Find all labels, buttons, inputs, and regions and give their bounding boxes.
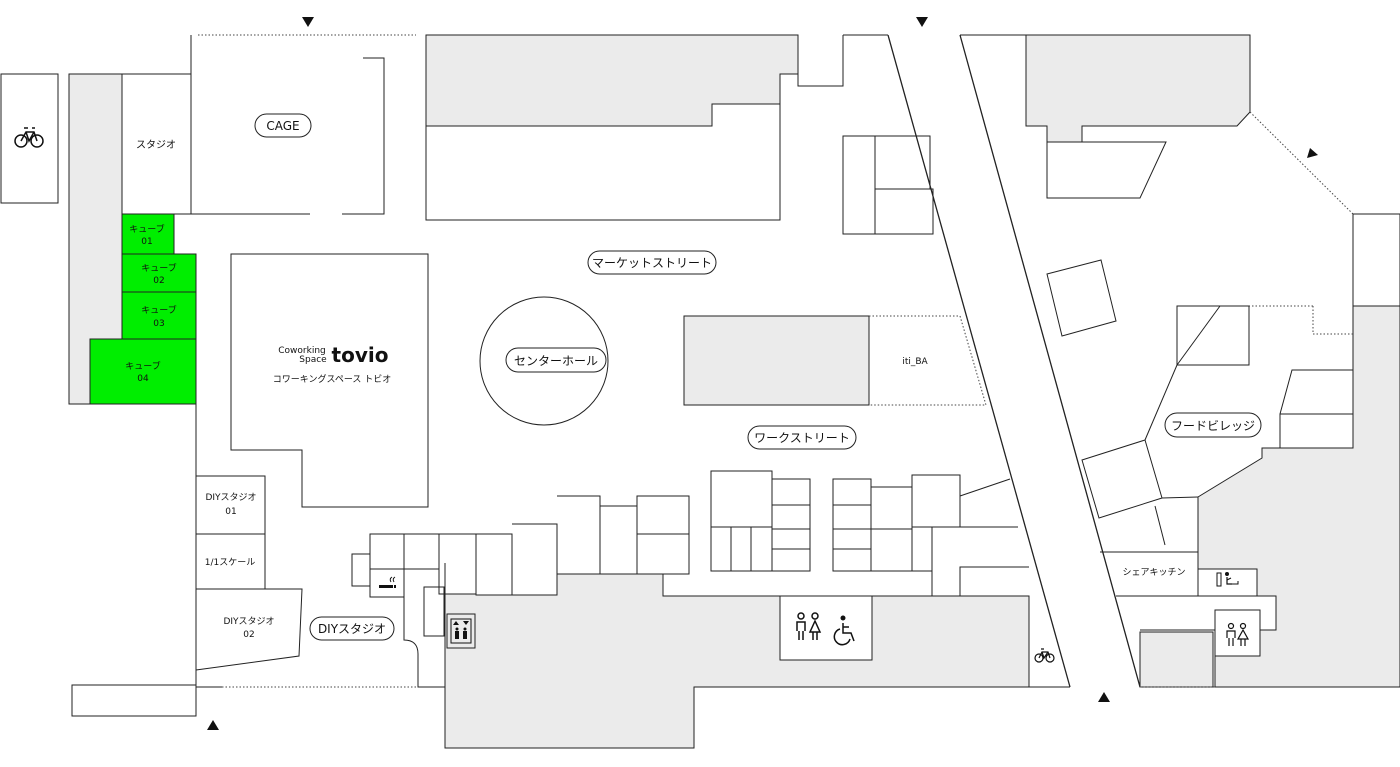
cube-02-number: 02 [153,276,164,286]
entrance-arrow-icon [1098,692,1110,702]
center-hall-label: センターホール [514,354,598,368]
room-labels: スタジオ キューブ 01 キューブ 02 キューブ 03 キューブ 04 DIY… [125,139,1185,640]
diy-studio-01-number: 01 [225,507,236,517]
food-village-label: フードビレッジ [1171,419,1255,433]
scale-1-1-label: 1/1スケール [205,557,256,568]
entrance-arrow-icon [916,17,928,27]
bicycle-parking-icon [1034,648,1055,663]
cage-label: CAGE [266,119,299,133]
restroom-icon [1226,622,1250,646]
diy-studio-label: DIYスタジオ [318,622,386,636]
cube-01-label: キューブ [129,223,164,235]
cube-03-label: キューブ [141,304,176,316]
work-street-pill [747,425,857,450]
cube-04-label: キューブ [125,360,160,372]
share-kitchen-label: シェアキッチン [1122,567,1185,578]
tovio-logo: tovio [332,343,389,367]
entrance-arrow-icon [207,720,219,730]
market-street-pill [587,250,717,275]
entrance-arrows [207,17,1318,730]
diy-studio-02-number: 02 [243,630,254,640]
cage-pill [254,113,312,138]
studio-label: スタジオ [136,139,176,151]
nursing-room-icon [1216,572,1239,587]
cube-04-number: 04 [137,374,149,384]
entrance-arrow-icon [302,17,314,27]
shaded-areas [68,34,1400,749]
accessible-restroom-icon [833,615,855,646]
diy-studio-02-label: DIYスタジオ [223,616,274,627]
cube-03-number: 03 [153,319,164,329]
market-street-label: マーケットストリート [592,256,712,270]
cube-03[interactable] [121,291,197,340]
center-hall-pill [505,347,607,373]
iti-ba-label: iti_BA [902,357,928,367]
elevator-icon [450,618,472,644]
work-street-label: ワークストリート [754,431,850,445]
area-labels: CAGE マーケットストリート センターホール ワークストリート フードビレッジ… [254,113,1262,641]
tovio-kana-label: コワーキングスペース トビオ [273,373,392,385]
diy-studio-pill [309,616,395,641]
entrance-arrow-icon [1307,148,1318,158]
diy-studio-01-label: DIYスタジオ [205,492,256,503]
cube-booths [89,213,197,405]
cube-02-label: キューブ [141,262,176,274]
food-village-pill [1164,412,1262,438]
tovio-space-text: Space [299,355,327,365]
cube-04[interactable] [89,338,197,405]
restroom-icon [796,612,822,640]
cube-02[interactable] [121,253,197,293]
structural-walls [0,34,1400,717]
tovio-coworking-text: Coworking [278,346,326,356]
cube-01-number: 01 [141,237,152,247]
bicycle-parking-icon [14,127,44,148]
smoking-area-icon [379,576,396,588]
